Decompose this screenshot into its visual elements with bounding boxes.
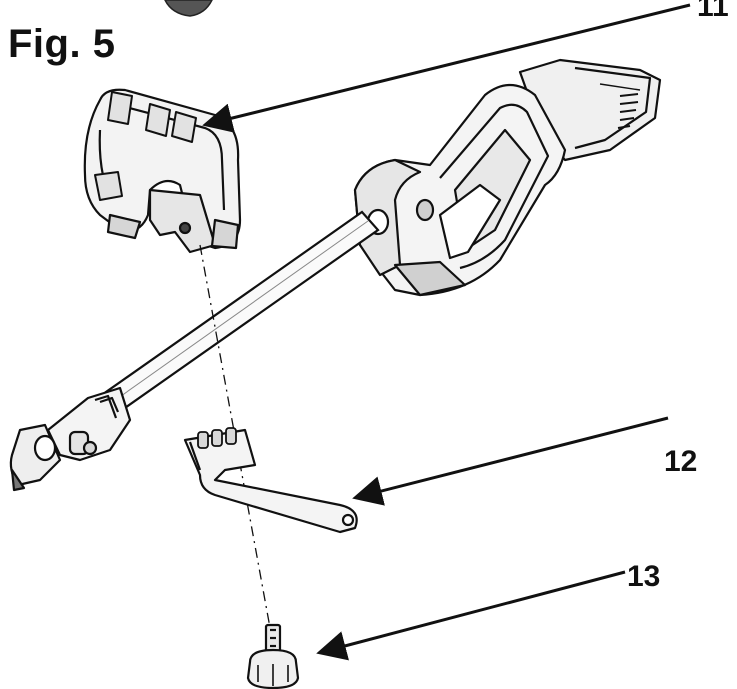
leader-arrow-13 xyxy=(316,570,626,661)
shaft-tube xyxy=(104,210,380,412)
callout-label-11: 11 xyxy=(697,0,729,23)
knob-nut-part-13 xyxy=(246,623,300,689)
trimmer-head-coupling xyxy=(9,386,132,492)
callout-label-13: 13 xyxy=(627,560,661,593)
assist-handle-part-11 xyxy=(83,88,242,254)
assembly-centerline xyxy=(199,244,276,656)
leader-lines xyxy=(202,3,691,661)
clamp-lever-part-12 xyxy=(183,427,358,534)
leader-arrow-11 xyxy=(202,3,691,133)
trimmer-body xyxy=(353,58,662,297)
leader-arrow-12 xyxy=(352,416,669,506)
callout-label-12: 12 xyxy=(664,445,698,478)
partial-part-top xyxy=(164,0,213,17)
figure-title: Fig. 5 xyxy=(8,22,116,66)
